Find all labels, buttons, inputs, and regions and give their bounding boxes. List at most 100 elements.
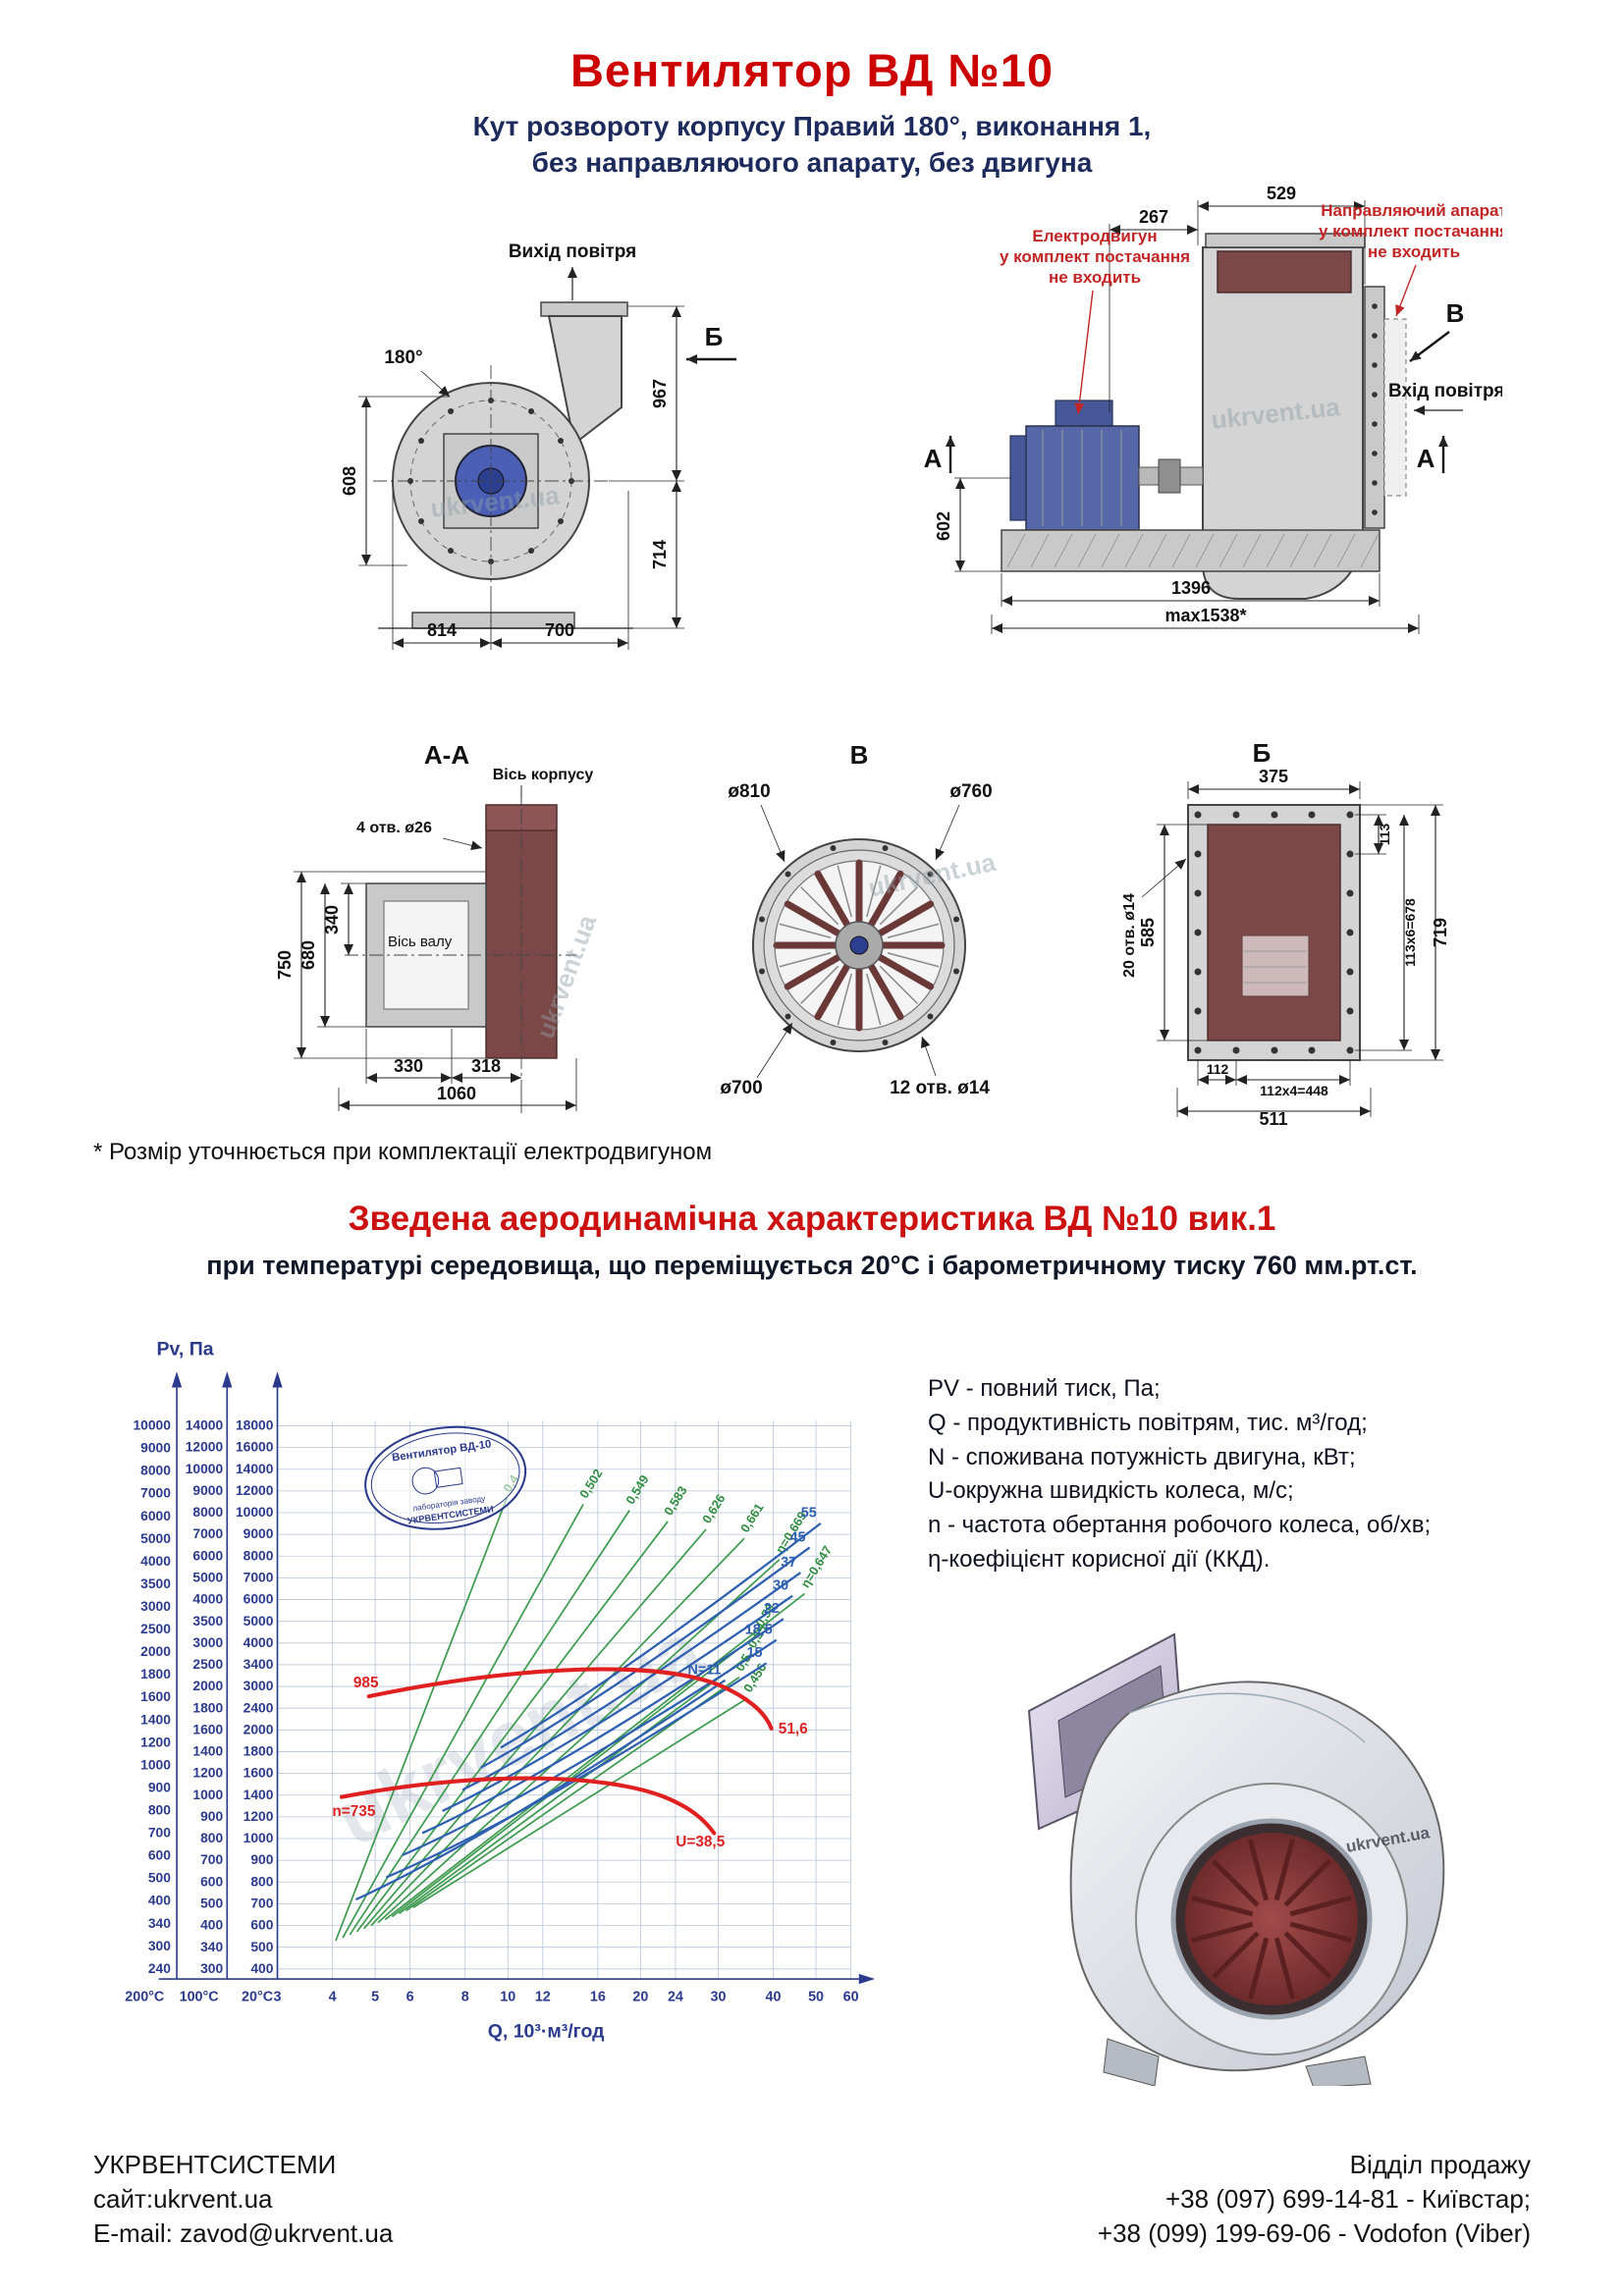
- inlet-bolt-holes: [1372, 303, 1378, 515]
- y-tick-label: 6000: [244, 1591, 274, 1607]
- power-curve: [354, 1679, 727, 1901]
- temp-axis-label: 20°C: [242, 1990, 273, 2005]
- section-aa-drawing: А-А Вісь корпусу 4 отв. ø26 Вісь валу 34…: [275, 740, 602, 1113]
- y-tick-label: 900: [148, 1779, 171, 1794]
- impeller-blade-thin: [779, 923, 832, 938]
- company-site: сайт:ukrvent.ua: [93, 2184, 273, 2215]
- y-tick-label: 900: [200, 1808, 223, 1824]
- section-v-title: В: [850, 740, 869, 770]
- dim-375: 375: [1259, 767, 1288, 786]
- impeller-blade-3d: [1247, 1839, 1270, 1901]
- impeller-blade: [867, 962, 904, 1021]
- y-tick-label: 2400: [244, 1699, 274, 1715]
- y-tick-label: 1400: [140, 1711, 171, 1727]
- hatch-line: [1077, 533, 1097, 568]
- svg-text:не входить: не входить: [1049, 268, 1141, 287]
- bolt-hole: [1194, 811, 1202, 819]
- impeller-blade-thin: [800, 965, 839, 1004]
- dim-113x6: 113х6=678: [1402, 898, 1418, 967]
- efficiency-line: [355, 1521, 669, 1933]
- y-tick-label: 7000: [192, 1525, 223, 1541]
- impeller-blade: [814, 870, 851, 929]
- section-b-geometry: [1187, 804, 1361, 1061]
- legend-line-eta: η-коефіцієнт корисної дії (ККД).: [928, 1545, 1271, 1573]
- speed-curve-end-label: U=38,5: [676, 1834, 725, 1850]
- bolt-hole: [1346, 811, 1354, 819]
- bolt-hole: [1346, 850, 1354, 858]
- rotation-angle-label: 180°: [384, 347, 422, 368]
- y-tick-label: 800: [148, 1802, 171, 1818]
- page-subtitle-line2: без направляючого апарату, без двигуна: [531, 146, 1093, 178]
- power-curve: [500, 1522, 822, 1749]
- impeller-blade-thin: [779, 952, 832, 968]
- y-tick-label: 700: [200, 1851, 223, 1867]
- section-a-marker-left: А: [924, 444, 943, 473]
- impeller-blade-3d: [1191, 1921, 1254, 1944]
- x-tick-label: 40: [766, 1990, 782, 2005]
- bolt-hole: [785, 1013, 791, 1020]
- hatch-line: [1101, 533, 1120, 568]
- outlet-duct-cut: [1217, 250, 1352, 294]
- inner-window: [1241, 934, 1310, 997]
- section-v-geometry: [752, 838, 966, 1052]
- efficiency-line: [412, 1697, 748, 1909]
- y-tick-label: 1000: [140, 1756, 171, 1772]
- speed-curve-label: n=735: [332, 1803, 375, 1820]
- bolt-hole: [448, 548, 454, 555]
- y-tick-label: 2000: [192, 1678, 223, 1693]
- impeller-blade: [814, 962, 851, 1021]
- aero-section-subtitle: при температурі середовища, що переміщує…: [206, 1251, 1418, 1280]
- motor-view-dimension-lines: [946, 200, 1463, 634]
- y-tick-label: 700: [148, 1825, 171, 1841]
- hatch-line: [1242, 533, 1262, 568]
- efficiency-line: [335, 1497, 508, 1942]
- bolt-hole: [448, 407, 454, 414]
- y-tick-label: 240: [148, 1960, 171, 1976]
- y-tick-label: 500: [250, 1939, 273, 1954]
- svg-text:Направляючий апарат: Направляючий апарат: [1321, 201, 1502, 220]
- y-tick-label: 800: [250, 1873, 273, 1889]
- efficiency-label: 0,549: [623, 1472, 652, 1507]
- bolt-hole: [1346, 889, 1354, 897]
- terminal-box: [1055, 400, 1113, 427]
- hatch-line: [1195, 533, 1215, 568]
- impeller-blade: [784, 953, 842, 990]
- impeller-blade-thin: [866, 865, 882, 918]
- dim-max1538: max1538*: [1164, 606, 1246, 625]
- bolt-hole: [1372, 451, 1378, 456]
- bolt-hole: [1372, 362, 1378, 368]
- y-tick-label: 4000: [192, 1591, 223, 1607]
- y-tick-label: 1800: [140, 1666, 171, 1682]
- outlet-flange: [540, 301, 628, 317]
- efficiency-line: [349, 1510, 630, 1936]
- y-tick-label: 1800: [192, 1699, 223, 1715]
- motor-endbell: [1009, 435, 1027, 521]
- section-a-marker-right: А: [1417, 444, 1435, 473]
- legend-line-u: U-окружна швидкість колеса, м/с;: [928, 1477, 1294, 1505]
- x-tick-label: 24: [668, 1990, 683, 2005]
- dim-318: 318: [471, 1056, 501, 1076]
- company-email: E-mail: zavod@ukrvent.ua: [93, 2218, 394, 2249]
- side-view-dimension-lines: [358, 267, 736, 650]
- dim-719: 719: [1431, 918, 1450, 947]
- dim-112: 112: [1207, 1061, 1229, 1077]
- bolt-hole: [1194, 929, 1202, 936]
- section-v-view-marker: В: [1446, 298, 1465, 328]
- impeller-blade-thin: [879, 965, 918, 1004]
- hatch-line: [1360, 533, 1380, 568]
- impeller-blade-thin: [800, 886, 839, 926]
- y-tick-label: 5000: [140, 1530, 171, 1546]
- x-tick-label: 60: [843, 1990, 859, 2005]
- impeller-blade: [784, 900, 842, 937]
- bolt-hole: [1372, 509, 1378, 515]
- y-tick-label: 8000: [140, 1463, 171, 1478]
- y-tick-label: 9000: [244, 1525, 274, 1541]
- bolt-hole: [417, 518, 424, 524]
- impeller-blade-3d: [1211, 1931, 1260, 1980]
- dim-750: 750: [275, 950, 295, 980]
- bolt-hole: [1194, 850, 1202, 858]
- bolt-hole: [953, 968, 960, 975]
